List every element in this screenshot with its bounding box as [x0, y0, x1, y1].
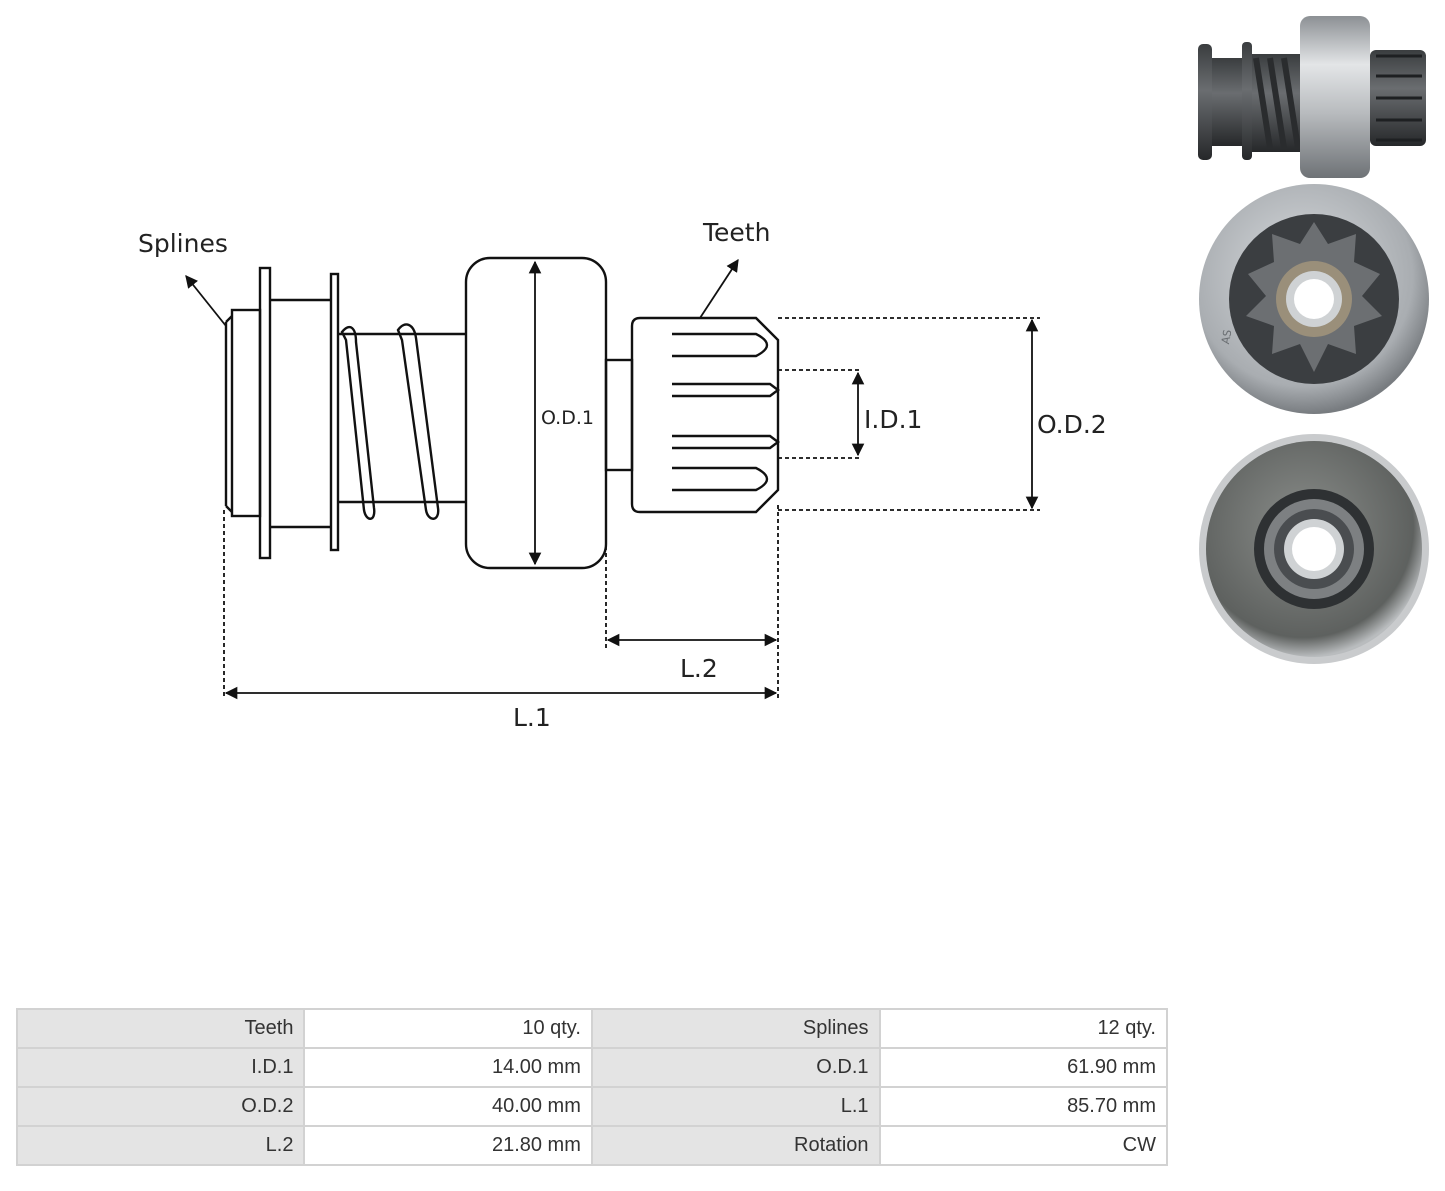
- od1-label: O.D.1: [541, 407, 594, 429]
- photo-rear-view: [1199, 434, 1429, 664]
- photo-marking: AS: [1219, 329, 1234, 346]
- extension-lines: [223, 317, 1040, 698]
- spec-key-id1: I.D.1: [18, 1049, 304, 1086]
- spec-value-rotation: CW: [880, 1127, 1166, 1164]
- table-row: Teeth 10 qty. Splines 12 qty.: [18, 1010, 1166, 1047]
- spec-key-l1: L.1: [592, 1088, 879, 1125]
- spec-key-teeth: Teeth: [18, 1010, 304, 1047]
- spec-value-od2: 40.00 mm: [305, 1088, 591, 1125]
- spec-value-splines: 12 qty.: [880, 1010, 1166, 1047]
- spec-value-od1: 61.90 mm: [880, 1049, 1166, 1086]
- rear-flange: [258, 266, 272, 560]
- starter-drive-diagram: Splines Teeth O.D.1 I.D.1 O.D.2 L.2 L.1: [138, 218, 1107, 732]
- table-row: I.D.1 14.00 mm O.D.1 61.90 mm: [18, 1049, 1166, 1086]
- spec-key-l2: L.2: [18, 1127, 304, 1164]
- spec-value-l2: 21.80 mm: [305, 1127, 591, 1164]
- spring-barrel: [338, 323, 466, 520]
- l2-label: L.2: [680, 654, 718, 683]
- spec-key-od1: O.D.1: [592, 1049, 879, 1086]
- spec-key-splines: Splines: [592, 1010, 879, 1047]
- table-row: O.D.2 40.00 mm L.1 85.70 mm: [18, 1088, 1166, 1125]
- pinion-neck: [604, 358, 634, 472]
- spec-key-rotation: Rotation: [592, 1127, 879, 1164]
- l1-label: L.1: [513, 703, 551, 732]
- pinion-gear: [630, 316, 780, 514]
- spec-value-id1: 14.00 mm: [305, 1049, 591, 1086]
- splines-label: Splines: [138, 229, 228, 258]
- photo-side-view: [1198, 16, 1426, 178]
- spec-table: Teeth 10 qty. Splines 12 qty. I.D.1 14.0…: [16, 1008, 1168, 1166]
- od2-label: O.D.2: [1037, 410, 1107, 439]
- front-flange: [329, 272, 340, 552]
- table-row: L.2 21.80 mm Rotation CW: [18, 1127, 1166, 1164]
- spline-hub: [224, 308, 262, 518]
- id1-label: I.D.1: [864, 405, 922, 434]
- teeth-leader: [699, 258, 739, 319]
- photo-front-view: AS: [1199, 184, 1429, 414]
- spec-value-teeth: 10 qty.: [305, 1010, 591, 1047]
- spec-value-l1: 85.70 mm: [880, 1088, 1166, 1125]
- splines-leader: [185, 275, 227, 327]
- teeth-label: Teeth: [702, 218, 770, 247]
- spec-key-od2: O.D.2: [18, 1088, 304, 1125]
